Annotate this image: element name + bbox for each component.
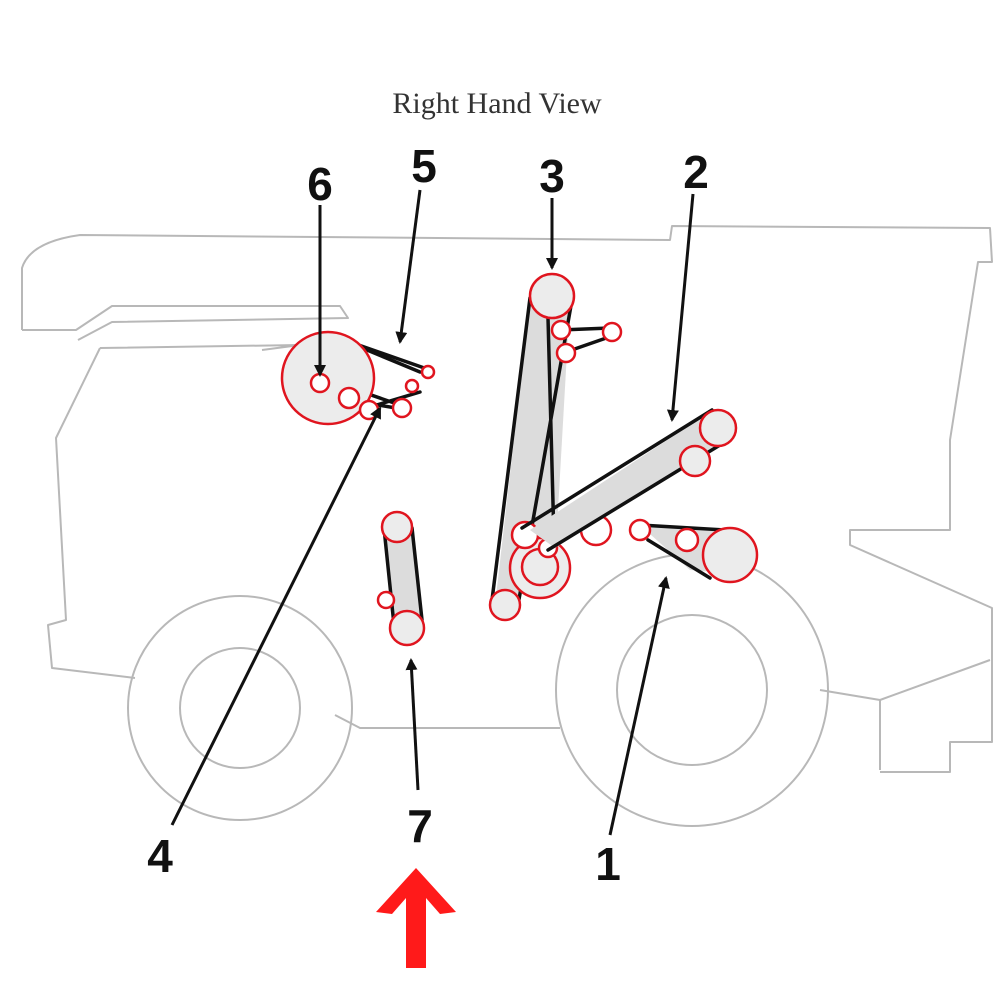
belt-drive-lower-right	[628, 518, 759, 584]
front-wheel	[127, 595, 353, 821]
callout-3: 3	[539, 150, 565, 202]
leader-1	[608, 576, 670, 836]
top-pulley-3	[528, 272, 576, 320]
belt-drive-diagonal	[520, 408, 738, 552]
belt-drive-center	[488, 272, 623, 622]
callout-7: 7	[407, 800, 433, 852]
callout-2: 2	[683, 146, 709, 198]
top-pulley-7	[380, 510, 414, 544]
machine-front-outline	[47, 344, 301, 679]
machine-bottom-outline	[334, 714, 560, 729]
callout-5: 5	[411, 140, 437, 192]
rear-wheel	[555, 553, 829, 827]
leader-5	[395, 189, 422, 344]
machine-roof-outline	[21, 225, 993, 773]
rear-panel-outline	[879, 659, 991, 701]
bottom-pulley-7	[388, 609, 426, 647]
view-title: Right Hand View	[392, 87, 602, 120]
callout-1: 1	[595, 838, 621, 890]
belt-drive-7	[376, 510, 426, 647]
leader-4	[170, 406, 382, 826]
callout-labels: 6 5 3 2 4 7 1	[147, 140, 709, 890]
leader-7	[405, 658, 420, 791]
leader-2	[666, 193, 695, 422]
belt-drive-upper-left	[280, 330, 436, 426]
leader-lines	[170, 189, 695, 836]
highlight-arrow-icon	[376, 868, 456, 968]
large-pulley-1	[701, 526, 759, 584]
callout-6: 6	[307, 158, 333, 210]
callout-4: 4	[147, 830, 173, 882]
cab-shield-outline	[22, 305, 349, 341]
combine-outline	[21, 225, 993, 773]
rear-frame-outline	[819, 689, 881, 770]
